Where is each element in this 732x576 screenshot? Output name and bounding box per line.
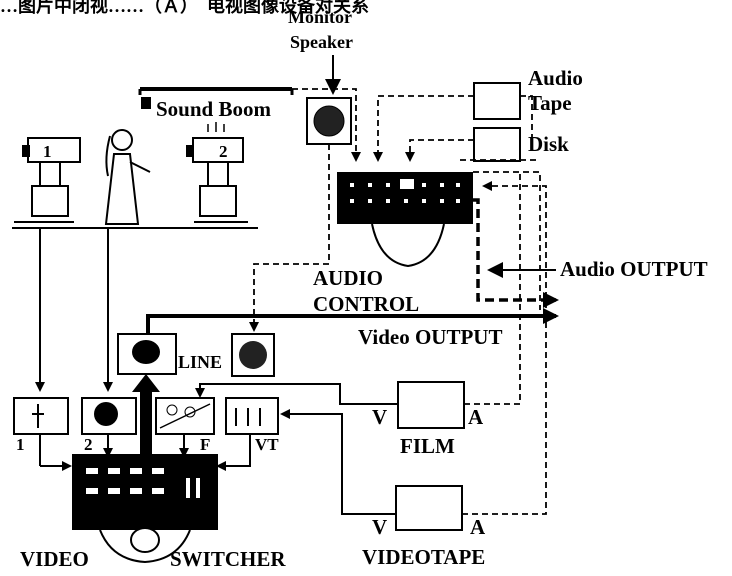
film-v-label: V <box>372 405 387 429</box>
film-audio-line <box>464 172 521 405</box>
monitor-speaker-label-line2: Speaker <box>290 32 353 52</box>
camera-1-feed <box>35 227 45 392</box>
disk-label: Disk <box>528 132 569 156</box>
camera-2-feed <box>103 227 113 392</box>
switcher-label: SWITCHER <box>170 547 286 571</box>
monitor-1 <box>13 397 69 435</box>
film-to-monitor-f <box>195 383 398 405</box>
vt-a-label: A <box>470 515 486 539</box>
tape-return-line <box>520 95 533 150</box>
boom-to-audio-line <box>292 88 361 162</box>
audio-control-label-line1: AUDIO <box>313 266 383 290</box>
audio-to-line-speaker <box>249 144 330 332</box>
audio-console <box>337 172 473 268</box>
camera-1-number: 1 <box>43 142 52 161</box>
line-label: LINE <box>178 352 222 372</box>
disk-return-line <box>473 171 541 310</box>
film-label: FILM <box>400 434 455 458</box>
videotape-audio-line <box>462 181 547 515</box>
switcher-operator <box>130 527 160 553</box>
videotape-to-monitor-vt <box>280 409 396 515</box>
video-output-line <box>146 308 559 338</box>
videotape-label: VIDEOTAPE <box>362 545 485 569</box>
audio-tape-label-line1: Audio <box>528 66 583 90</box>
camera-1 <box>14 137 81 223</box>
monitor-speaker-label-line1: Monitor <box>288 7 352 27</box>
line-speaker-icon <box>239 341 267 369</box>
audio-output-label: Audio OUTPUT <box>560 257 708 281</box>
header-text: …图片中闭视……（Ａ） 电视图像设备对关系 <box>0 0 369 16</box>
monitor-2-label: 2 <box>84 435 93 454</box>
monitor-1-label: 1 <box>16 435 25 454</box>
camera-2-number: 2 <box>219 142 228 161</box>
videotape-box <box>395 485 463 531</box>
disk-to-audio-line <box>405 139 474 162</box>
microphone-icon <box>141 97 151 109</box>
video-label: VIDEO <box>20 547 89 571</box>
talent <box>104 129 151 225</box>
disk-box <box>473 127 521 162</box>
line-monitor-image <box>132 340 160 364</box>
film-a-label: A <box>468 405 484 429</box>
monitor-vt <box>225 397 279 435</box>
video-output-label: Video OUTPUT <box>358 325 502 349</box>
monitor-speaker-icon <box>313 105 345 137</box>
tape-to-audio-line <box>373 95 474 162</box>
audio-control-label-line2: CONTROL <box>313 292 419 316</box>
sound-boom <box>138 87 294 109</box>
monitor-vt-to-switcher <box>216 434 251 471</box>
switcher-to-line-bar <box>140 384 152 454</box>
switcher-to-line-arrow <box>132 374 160 392</box>
film-box <box>397 381 465 429</box>
camera-2 <box>186 122 248 223</box>
audio-tape-box <box>473 82 521 120</box>
audio-tape-label-line2: Tape <box>528 91 572 115</box>
vt-v-label: V <box>372 515 387 539</box>
monitor-f-label: F <box>200 435 210 454</box>
sound-boom-label: Sound Boom <box>156 97 271 121</box>
audio-output-line <box>473 198 559 308</box>
video-switcher <box>72 454 218 564</box>
monitor-vt-label: VT <box>255 435 279 454</box>
